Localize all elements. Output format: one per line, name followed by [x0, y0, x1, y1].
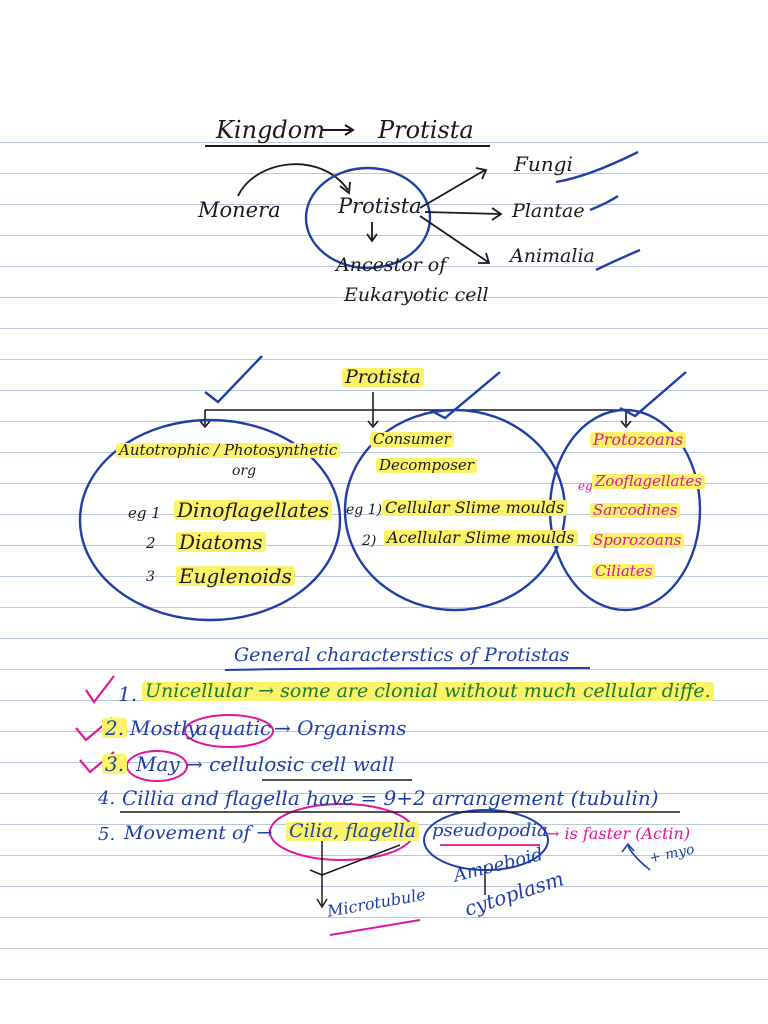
label-consumer: Consumer [370, 432, 454, 447]
autotrophic-circle [78, 418, 342, 622]
item-5-num: 5. [98, 824, 116, 845]
auto-example-3-num: 3 [146, 569, 155, 585]
arrow-fungi [419, 167, 488, 209]
title-protista: Protista [378, 116, 474, 144]
label-eukaryotic: Eukaryotic cell [344, 284, 489, 306]
auto-example-3: Euglenoids [176, 566, 295, 586]
item-4-num: 4. [98, 788, 116, 809]
circle-aquatic [184, 714, 274, 748]
tick-item-1 [85, 675, 115, 704]
tick-animalia [595, 248, 641, 272]
underline-microtubule [329, 919, 421, 936]
paper-top-margin [0, 0, 768, 112]
item-3-text-b: → cellulosic cell wall [186, 752, 395, 776]
label-plantae: Plantae [512, 200, 585, 222]
label-animalia: Animalia [510, 245, 595, 267]
label-fungi: Fungi [514, 152, 573, 176]
consumer-example-2: Acellular Slime moulds [384, 530, 578, 546]
protista-circle [304, 166, 432, 270]
item-1-num: 1. [118, 682, 138, 706]
label-monera: Monera [198, 198, 281, 222]
auto-example-2-num: 2 [146, 534, 156, 552]
paper-bottom-margin [0, 1000, 768, 1024]
item-2-text-c: → Organisms [274, 716, 407, 740]
auto-eg-prefix: eg 1 [128, 504, 161, 522]
protozoa-eg-prefix: eg [578, 479, 593, 493]
label-protista-root: Protista [342, 368, 424, 387]
arrow-ancestor [366, 222, 378, 243]
label-autotrophic: Autotrophic / Photosynthetic [116, 443, 341, 458]
item-3-num: 3. [102, 754, 128, 774]
label-decomposer: Decomposer [376, 458, 477, 473]
check-autotrophic [204, 355, 263, 404]
protozoa-example-3: Sporozoans [590, 533, 685, 548]
item-3-text-a: May [136, 752, 180, 776]
label-autotrophic-org: org [232, 463, 257, 479]
item-5-text-d: → is faster (Actin) [546, 824, 691, 843]
protozoa-example-4: Ciliates [592, 564, 656, 579]
protozoa-example-1: Zooflagellates [592, 474, 706, 489]
arrow-plantae [424, 207, 503, 221]
circle-pseudopodia [423, 809, 549, 871]
auto-example-1: Dinoflagellates [174, 500, 333, 520]
label-protozoans: Protozoans [590, 432, 687, 448]
consumer-example-1-num: eg 1) [346, 502, 383, 518]
label-ancestor: Ancestor of [336, 254, 447, 276]
title-kingdom: Kingdom [216, 116, 325, 144]
item-5-text-a: Movement of → [124, 822, 273, 844]
item-2-text-b: aquatic [196, 716, 272, 740]
tick-fungi [555, 150, 639, 184]
label-protista: Protista [338, 194, 422, 218]
characteristics-heading: General characterstics of Protistas [234, 644, 570, 666]
title-arrow [322, 124, 355, 136]
protozoa-example-2: Sarcodines [590, 503, 681, 518]
consumer-example-2-num: 2) [362, 533, 377, 549]
monera-arrow [237, 163, 349, 197]
arrow-animalia [419, 215, 491, 264]
check-consumer [429, 371, 501, 420]
auto-example-2: Diatoms [176, 532, 266, 552]
item-1-text: Unicellular → some are clonial without m… [142, 682, 714, 701]
heading-underline [224, 667, 591, 671]
item-4-text: Cillia and flagella have = 9+2 arrangeme… [122, 786, 659, 810]
check-protozoa [619, 371, 687, 418]
consumer-example-1: Cellular Slime moulds [382, 500, 568, 516]
item-5-text-b: Cilia, flagella [286, 822, 420, 841]
item-5-text-c: pseudopodia [432, 820, 548, 841]
item-2-text-a: Mostly [130, 716, 199, 740]
item-2-num: 2. [102, 718, 128, 738]
tick-plantae [589, 195, 619, 212]
